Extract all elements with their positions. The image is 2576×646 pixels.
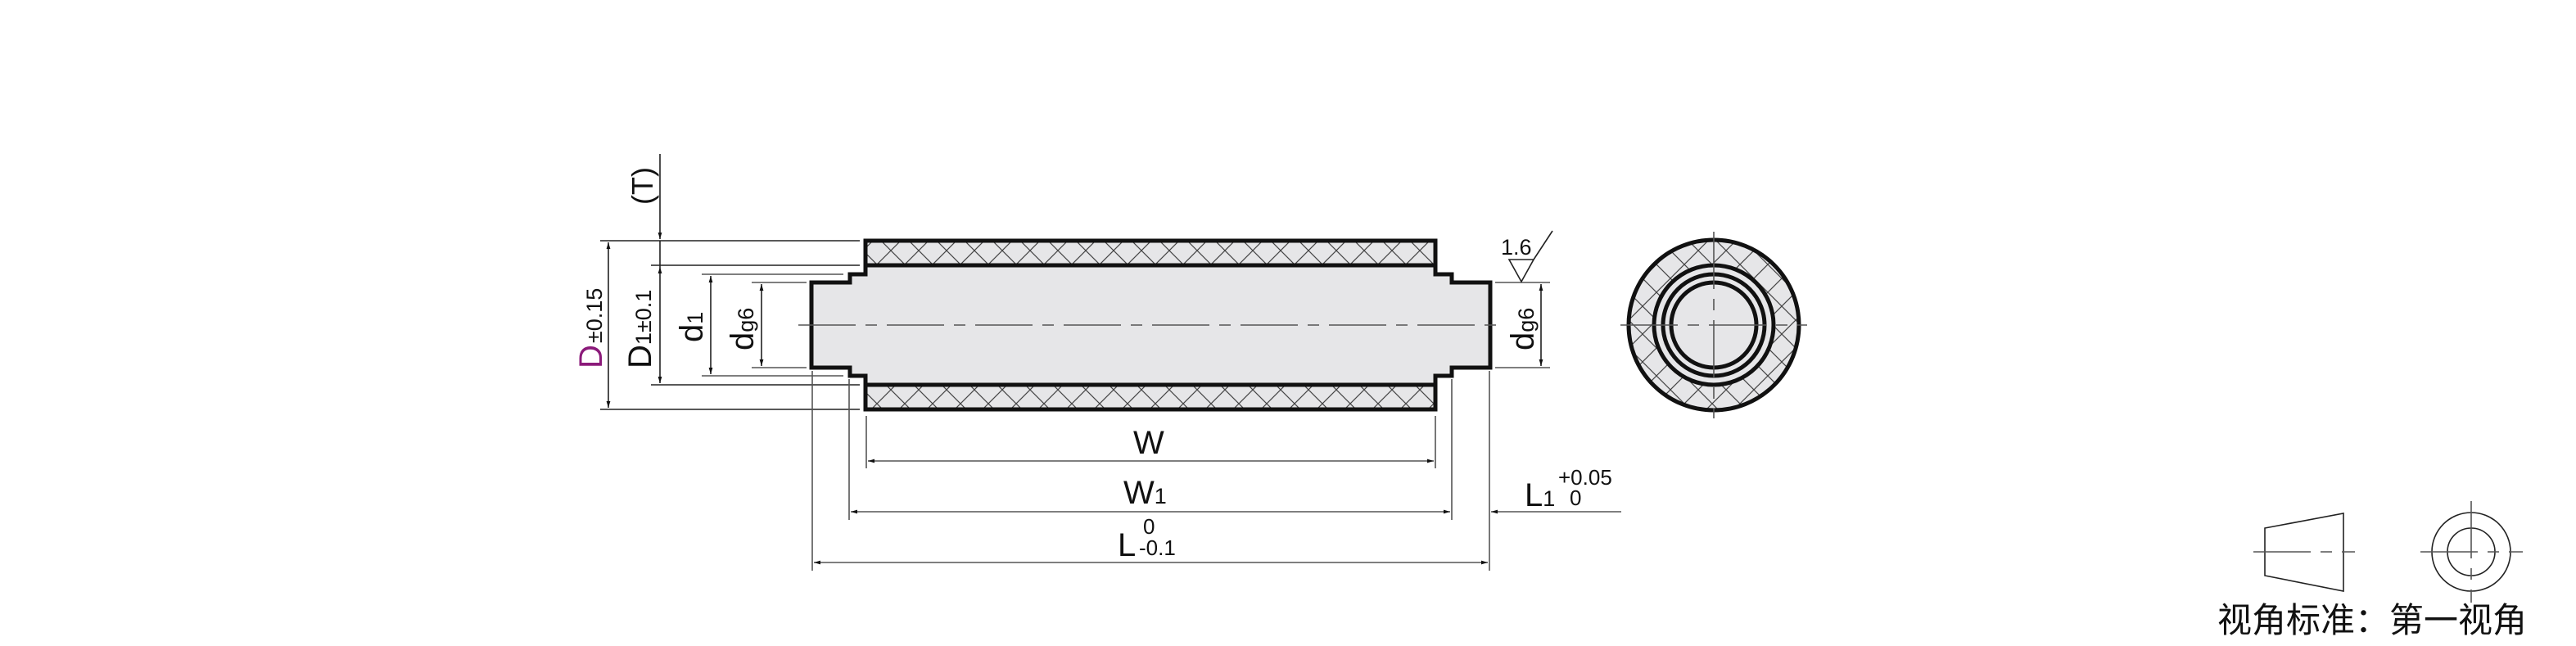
surface-roughness-symbol: 1.6: [1501, 230, 1553, 283]
sleeve-outline-bottom: [863, 382, 1438, 412]
legend-frustum-icon: [2264, 513, 2344, 592]
dimension-dg6-left: dg6: [725, 284, 764, 366]
label-L1-lower: 0: [1570, 486, 1581, 510]
roller-sleeve-top: [865, 241, 1435, 265]
dimension-d1: d1: [674, 276, 713, 374]
dimension-D1: D1±0.1: [622, 241, 662, 383]
dimension-W1: W1: [851, 475, 1450, 514]
svg-text:L1: L1: [1525, 477, 1555, 513]
svg-text:W1: W1: [1123, 475, 1167, 511]
svg-text:D±0.15: D±0.15: [573, 288, 609, 368]
projection-legend: 视角标准：第一视角: [2217, 501, 2527, 640]
svg-text:d1: d1: [674, 312, 710, 342]
label-L-upper: 0: [1143, 514, 1155, 539]
dimension-T: (T): [626, 154, 662, 239]
extension-lines-bottom: [811, 371, 1490, 571]
roller-sleeve-bottom: [865, 385, 1435, 409]
label-L1: L: [1525, 477, 1543, 513]
end-view: [1620, 232, 1807, 418]
label-L: L: [1118, 527, 1136, 563]
svg-text:dg6: dg6: [1505, 308, 1541, 350]
label-D1: D: [622, 345, 658, 368]
dimension-L1: L1 +0.05 0: [1491, 465, 1621, 514]
dimension-D: D±0.15: [573, 242, 611, 408]
dimension-L: L 0 -0.1: [814, 514, 1488, 565]
label-dg6-right-sub: g6: [1514, 308, 1539, 332]
dimension-W: W: [868, 425, 1434, 463]
label-D: D: [573, 345, 609, 368]
label-D1-sub: 1: [631, 332, 656, 345]
extension-lines-left: [600, 240, 860, 410]
label-W: W: [1133, 425, 1164, 461]
projection-caption: 视角标准：第一视角: [2217, 600, 2527, 640]
label-L1-sub: 1: [1543, 486, 1555, 511]
label-D1-tol: ±0.1: [631, 290, 656, 332]
label-W1-sub: 1: [1155, 484, 1167, 508]
label-D-tol: ±0.15: [582, 288, 607, 343]
label-d1: d: [674, 324, 710, 342]
label-W1: W: [1123, 475, 1155, 511]
sleeve-outline-top: [863, 238, 1438, 268]
label-dg6-left: d: [725, 332, 761, 350]
shaft-body: [809, 263, 1493, 387]
dimension-dg6-right: dg6: [1495, 282, 1550, 368]
svg-text:dg6: dg6: [725, 308, 761, 350]
side-view: [798, 238, 1503, 412]
label-L1-upper: +0.05: [1558, 465, 1612, 490]
svg-text:D1±0.1: D1±0.1: [622, 290, 658, 368]
label-dg6-left-sub: g6: [734, 308, 758, 332]
label-dg6-right: d: [1505, 332, 1541, 350]
label-T: (T): [626, 167, 659, 205]
label-L-lower: -0.1: [1139, 535, 1176, 560]
label-d1-sub: 1: [683, 312, 707, 324]
label-roughness: 1.6: [1501, 235, 1532, 260]
